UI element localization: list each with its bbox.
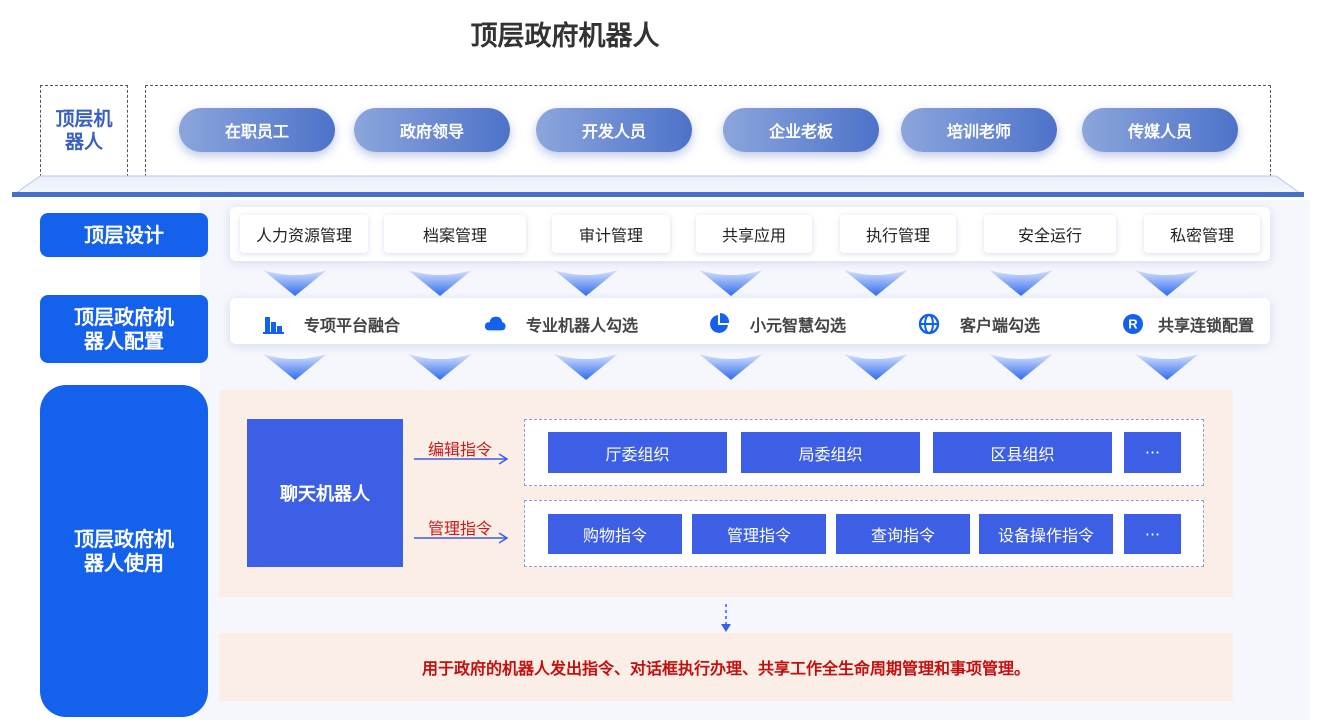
design-item[interactable]: 档案管理 [384,215,526,253]
down-chevron-arrow [699,270,763,296]
pie-chart-icon [708,313,730,335]
down-dashed-arrow [721,604,731,632]
down-chevron-arrow [699,354,763,380]
manage-arrow [414,532,509,544]
cloud-icon [484,313,506,335]
globe-icon [918,313,940,335]
page-title: 顶层政府机器人 [470,21,660,52]
edit-command-label: 编辑指令 [428,440,493,459]
edit-arrow [414,453,509,465]
down-chevron-arrow [989,354,1053,380]
design-item[interactable]: 人力资源管理 [240,215,368,253]
command-more[interactable]: ··· [1124,514,1181,554]
role-pill[interactable]: 传媒人员 [1082,108,1238,152]
design-item[interactable]: 私密管理 [1144,215,1260,253]
config-panel [230,298,1270,344]
summary-panel: 用于政府的机器人发出指令、对话框执行办理、共享工作全生命周期管理和事项管理。 [219,633,1233,701]
design-label: 顶层设计 [40,213,208,257]
config-item-label: 小元智慧勾选 [750,316,847,335]
config-item[interactable]: 小元智慧勾选 [708,308,846,340]
manage-command-label: 管理指令 [428,519,493,538]
config-item-label: 专业机器人勾选 [526,316,639,335]
config-item[interactable]: R 共享连锁配置 [1122,308,1254,340]
role-pill[interactable]: 企业老板 [723,108,879,152]
org-more[interactable]: ··· [1124,432,1181,473]
down-chevron-arrow [1135,270,1199,296]
down-chevron-arrow [263,354,327,380]
config-item[interactable]: 专项平台融合 [262,308,400,340]
platform-base [12,175,1304,197]
down-chevron-arrow [554,354,618,380]
down-chevron-arrow [844,354,908,380]
command-box[interactable]: 购物指令 [548,514,682,554]
down-chevron-arrow [1135,354,1199,380]
summary-text: 用于政府的机器人发出指令、对话框执行办理、共享工作全生命周期管理和事项管理。 [421,659,1030,678]
down-chevron-arrow [263,270,327,296]
command-box[interactable]: 设备操作指令 [979,514,1113,554]
down-chevron-arrow [554,270,618,296]
org-box[interactable]: 厅委组织 [548,432,727,473]
role-pill[interactable]: 培训老师 [901,108,1057,152]
config-label-text: 顶层政府机器人配置 [74,305,174,353]
design-item[interactable]: 安全运行 [984,215,1116,253]
role-pill[interactable]: 在职员工 [179,108,335,152]
down-chevron-arrow [844,270,908,296]
design-item[interactable]: 审计管理 [552,215,670,253]
config-item-label: 客户端勾选 [960,316,1041,335]
down-chevron-arrow [408,354,472,380]
command-box[interactable]: 查询指令 [836,514,970,554]
design-item[interactable]: 执行管理 [840,215,956,253]
config-label: 顶层政府机器人配置 [40,295,208,363]
usage-label-text: 顶层政府机器人使用 [74,527,174,575]
config-item-label: 专项平台融合 [304,316,401,335]
role-pill[interactable]: 开发人员 [536,108,692,152]
registered-icon: R [1122,313,1144,335]
chatbot-box[interactable]: 聊天机器人 [247,419,403,567]
org-box[interactable]: 局委组织 [741,432,920,473]
top-robot-label: 顶层机器人 [40,85,128,177]
design-item[interactable]: 共享应用 [696,215,812,253]
svg-text:R: R [1128,317,1138,332]
org-box[interactable]: 区县组织 [933,432,1112,473]
building-icon [262,313,284,335]
usage-label: 顶层政府机器人使用 [40,385,208,717]
role-pill[interactable]: 政府领导 [354,108,510,152]
config-item[interactable]: 专业机器人勾选 [484,308,638,340]
config-item-label: 共享连锁配置 [1158,316,1255,335]
command-box[interactable]: 管理指令 [692,514,826,554]
down-chevron-arrow [408,270,472,296]
down-chevron-arrow [989,270,1053,296]
config-item[interactable]: 客户端勾选 [918,308,1040,340]
